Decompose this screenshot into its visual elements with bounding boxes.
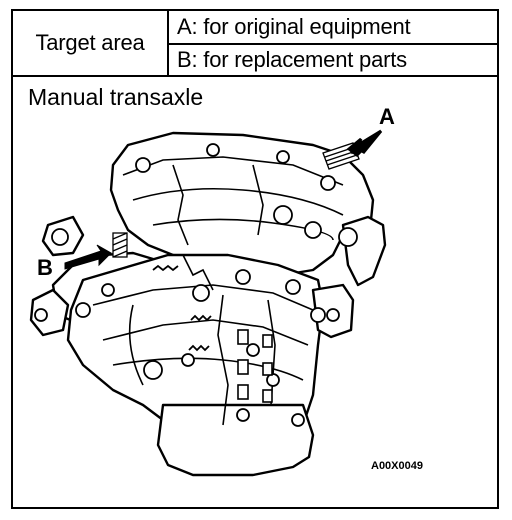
target-area-cell: Target area [11,9,169,77]
oil-pan [156,403,315,477]
target-area-b-hatch [112,232,128,258]
row-b-cell: B: for replacement parts [167,43,499,77]
transaxle-illustration: A B A00X0049 [29,105,423,477]
target-area-label: Target area [35,30,145,55]
row-a-cell: A: for original equipment [167,9,499,45]
label-a: A [379,105,395,129]
row-a-text: A: for original equipment [177,14,411,39]
arrow-a [346,129,383,157]
transaxle-upper-housing [109,131,375,277]
arrow-b [64,244,112,270]
diagram-subtitle: Manual transaxle [28,84,204,110]
figure-code: A00X0049 [371,460,423,472]
row-b-text: B: for replacement parts [177,47,407,72]
left-arm [29,288,70,337]
label-b: B [37,255,53,280]
